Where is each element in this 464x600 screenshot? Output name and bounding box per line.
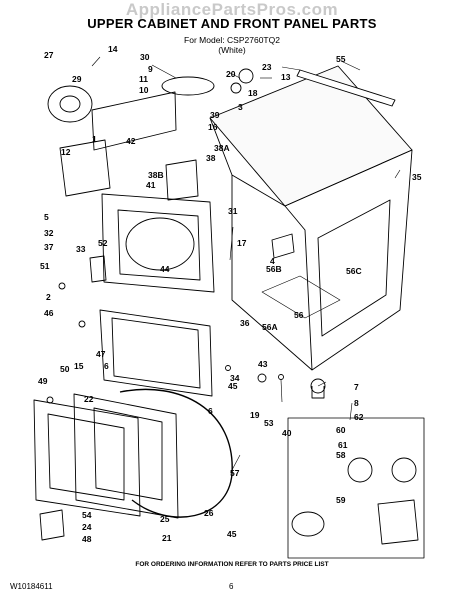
page-number: 6 bbox=[229, 582, 234, 591]
motor bbox=[47, 85, 93, 123]
manual-booklet bbox=[377, 499, 419, 545]
door-opening bbox=[125, 217, 195, 271]
door-outer bbox=[33, 399, 141, 517]
upper-console-bracket bbox=[91, 91, 177, 151]
cabinet-side-cutout bbox=[317, 199, 391, 337]
cabinet-front-edge bbox=[231, 175, 313, 371]
cabinet-top-panel bbox=[209, 65, 413, 207]
cabinet-right-side bbox=[284, 149, 413, 371]
vent-elbow bbox=[291, 511, 325, 537]
color-line: (White) bbox=[218, 45, 246, 55]
page-title: UPPER CABINET AND FRONT PANEL PARTS bbox=[87, 16, 377, 31]
door-seal bbox=[119, 388, 233, 518]
model-line: For Model: CSP2760TQ2 bbox=[184, 35, 280, 45]
door-panel bbox=[99, 309, 213, 397]
document-number: W10184611 bbox=[10, 582, 53, 591]
leveling-leg bbox=[310, 378, 326, 394]
hinge-bracket bbox=[39, 509, 65, 541]
top-strip bbox=[296, 69, 396, 107]
door-inner bbox=[73, 393, 179, 519]
footer-note: FOR ORDERING INFORMATION REFER TO PARTS … bbox=[135, 561, 329, 568]
door-opening-ring bbox=[117, 209, 201, 281]
drive-belt bbox=[161, 76, 215, 96]
watermark-text: AppliancePartsPros.com bbox=[125, 0, 339, 19]
foot-part bbox=[347, 457, 373, 483]
accessory-parts-box bbox=[287, 417, 425, 559]
